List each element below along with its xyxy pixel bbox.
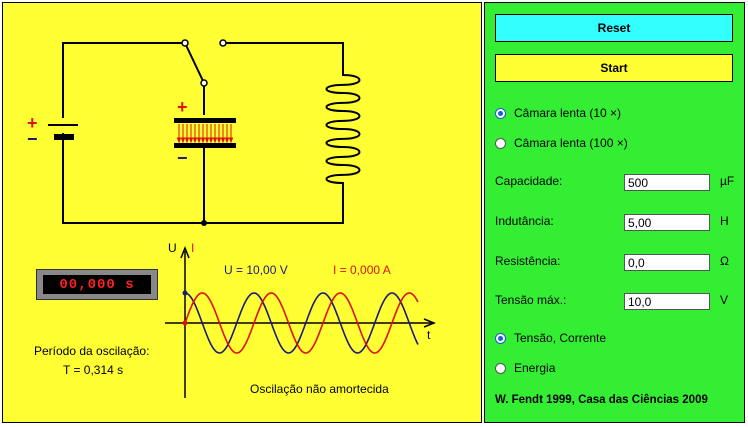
mode-voltage-current-option[interactable]: Tensão, Corrente: [495, 331, 606, 345]
inductance-field[interactable]: [624, 214, 710, 231]
capacitor-plus-sign: +: [177, 97, 188, 117]
current-curve: [184, 292, 419, 354]
period-label: Período da oscilação:: [34, 344, 150, 358]
control-panel: Reset Start Câmara lenta (10 ×) Câmara l…: [484, 2, 745, 423]
resistance-unit: Ω: [720, 254, 729, 268]
capacity-unit: µF: [720, 174, 735, 188]
slowmo-10-radio[interactable]: [495, 107, 506, 119]
reset-button[interactable]: Reset: [495, 14, 733, 42]
battery: [48, 124, 78, 140]
simulation-stage: + − + − 00,000 s Período da oscilação: T…: [2, 2, 482, 423]
circuit-and-graph: [48, 39, 437, 398]
switch[interactable]: [181, 39, 227, 87]
inductance-label: Indutância:: [495, 214, 554, 228]
mode-energy-label: Energia: [514, 361, 556, 375]
capacity-field[interactable]: [624, 174, 710, 191]
capacitor-minus-sign: −: [177, 148, 188, 168]
mode-voltage-current-radio[interactable]: [495, 332, 506, 344]
mode-voltage-current-label: Tensão, Corrente: [514, 331, 607, 345]
graph-axis-u-label: U: [168, 241, 177, 255]
mode-energy-option[interactable]: Energia: [495, 361, 555, 375]
circuit-wires: [62, 42, 344, 224]
voltage-readout: U = 10,00 V: [224, 263, 288, 277]
capacity-label: Capacidade:: [495, 174, 563, 188]
resistance-label: Resistência:: [495, 254, 561, 268]
graph-axis-t-label: t: [427, 328, 431, 342]
slowmo-10-option[interactable]: Câmara lenta (10 ×): [495, 106, 621, 120]
slowmo-100-radio[interactable]: [495, 137, 506, 149]
slowmo-100-label: Câmara lenta (100 ×): [514, 136, 628, 150]
damping-label: Oscilação não amortecida: [250, 382, 389, 396]
voltage-field[interactable]: [624, 293, 710, 310]
timer-value: 00,000 s: [43, 275, 151, 294]
inductance-unit: H: [720, 214, 729, 228]
slowmo-100-option[interactable]: Câmara lenta (100 ×): [495, 136, 628, 150]
current-start-point: [182, 320, 188, 326]
current-readout: I = 0,000 A: [333, 263, 391, 277]
graph-axes: [165, 245, 437, 398]
credit-text: W. Fendt 1999, Casa das Ciências 2009: [495, 394, 708, 406]
mode-energy-radio[interactable]: [495, 362, 506, 374]
inductor-coil: [325, 73, 361, 191]
capacitor: [174, 118, 236, 148]
graph-axis-i-label: I: [191, 241, 195, 255]
voltage-curve: [184, 292, 419, 354]
slowmo-10-label: Câmara lenta (10 ×): [514, 106, 622, 120]
junction-dot: [201, 220, 207, 226]
battery-minus-sign: −: [27, 129, 38, 149]
battery-plus-sign: +: [27, 113, 38, 133]
period-value: T = 0,314 s: [63, 363, 124, 377]
voltage-unit: V: [720, 293, 729, 307]
resistance-field[interactable]: [624, 254, 710, 271]
timer-display: 00,000 s: [36, 269, 158, 300]
voltage-label: Tensão máx.:: [495, 293, 567, 307]
voltage-start-point: [182, 290, 188, 296]
start-button[interactable]: Start: [495, 54, 733, 82]
